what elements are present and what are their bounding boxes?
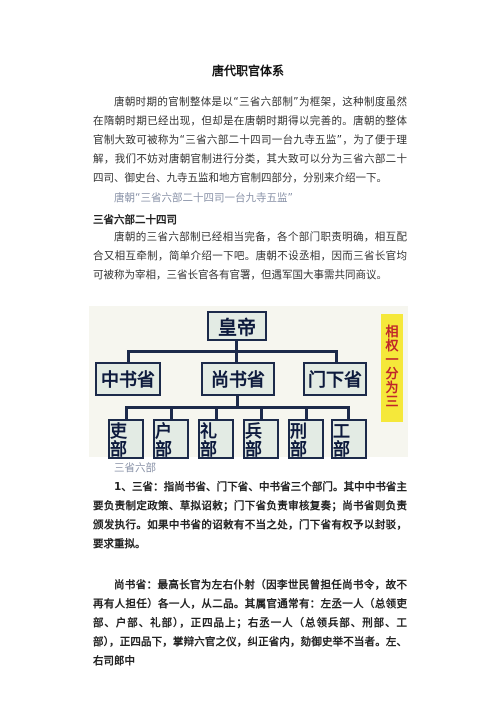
diagram-emperor: 皇帝 [207,311,267,341]
diagram-zhongshu: 中书省 [95,362,161,396]
caption-image-1: 唐朝“三省六部二十四司一台九寺五监” [114,192,293,204]
section-heading: 三省六部二十四司 [93,214,177,226]
diagram-connector [125,406,349,409]
intro-paragraph: 唐朝时期的官制整体是以“三省六部制”为框架，这种制度虽然在隋朝时期已经出现，但却… [93,96,407,184]
diagram-connector [127,350,337,353]
diagram-menxia: 门下省 [303,362,367,396]
diagram-ministry-xing: 刑部 [288,419,324,459]
diagram-connector [215,406,218,419]
diagram-connector [125,406,128,419]
section-paragraph: 唐朝的三省六部制已经相当完备，各个部门职责明确，相互配合又相互牵制，简单介绍一下… [93,231,407,281]
officials-diagram: 皇帝 中书省 尚书省 门下省 吏部 户部 礼部 兵部 刑部 工部 相 权 一 分… [89,306,408,459]
point-shangshu: 尚书省：最高长官为左右仆射（因李世民曾担任尚书令，故不再有人担任）各一人，从二品… [93,579,407,667]
diagram-ministry-hu: 户部 [153,419,189,459]
diagram-ministry-rites: 礼部 [198,419,234,459]
diagram-ministry-gong: 工部 [331,419,367,459]
diagram-side-label: 相 权 一 分 为 三 [381,314,403,422]
diagram-connector [170,406,173,419]
diagram-connector [127,350,130,362]
diagram-ministry-bing: 兵部 [243,419,279,459]
diagram-shangshu: 尚书省 [201,362,275,396]
diagram-connector [260,406,263,419]
diagram-connector [335,350,338,362]
caption-image-2: 三省六部 [114,462,156,474]
page-title: 唐代职官体系 [211,64,284,78]
diagram-connector [347,406,350,419]
diagram-connector [305,406,308,419]
diagram-ministry-li: 吏部 [108,419,144,459]
diagram-connector [236,396,239,408]
point-three-departments: 1、三省：指尚书省、门下省、中书省三个部门。其中中书省主要负责制定政策、草拟诏敕… [93,481,407,550]
